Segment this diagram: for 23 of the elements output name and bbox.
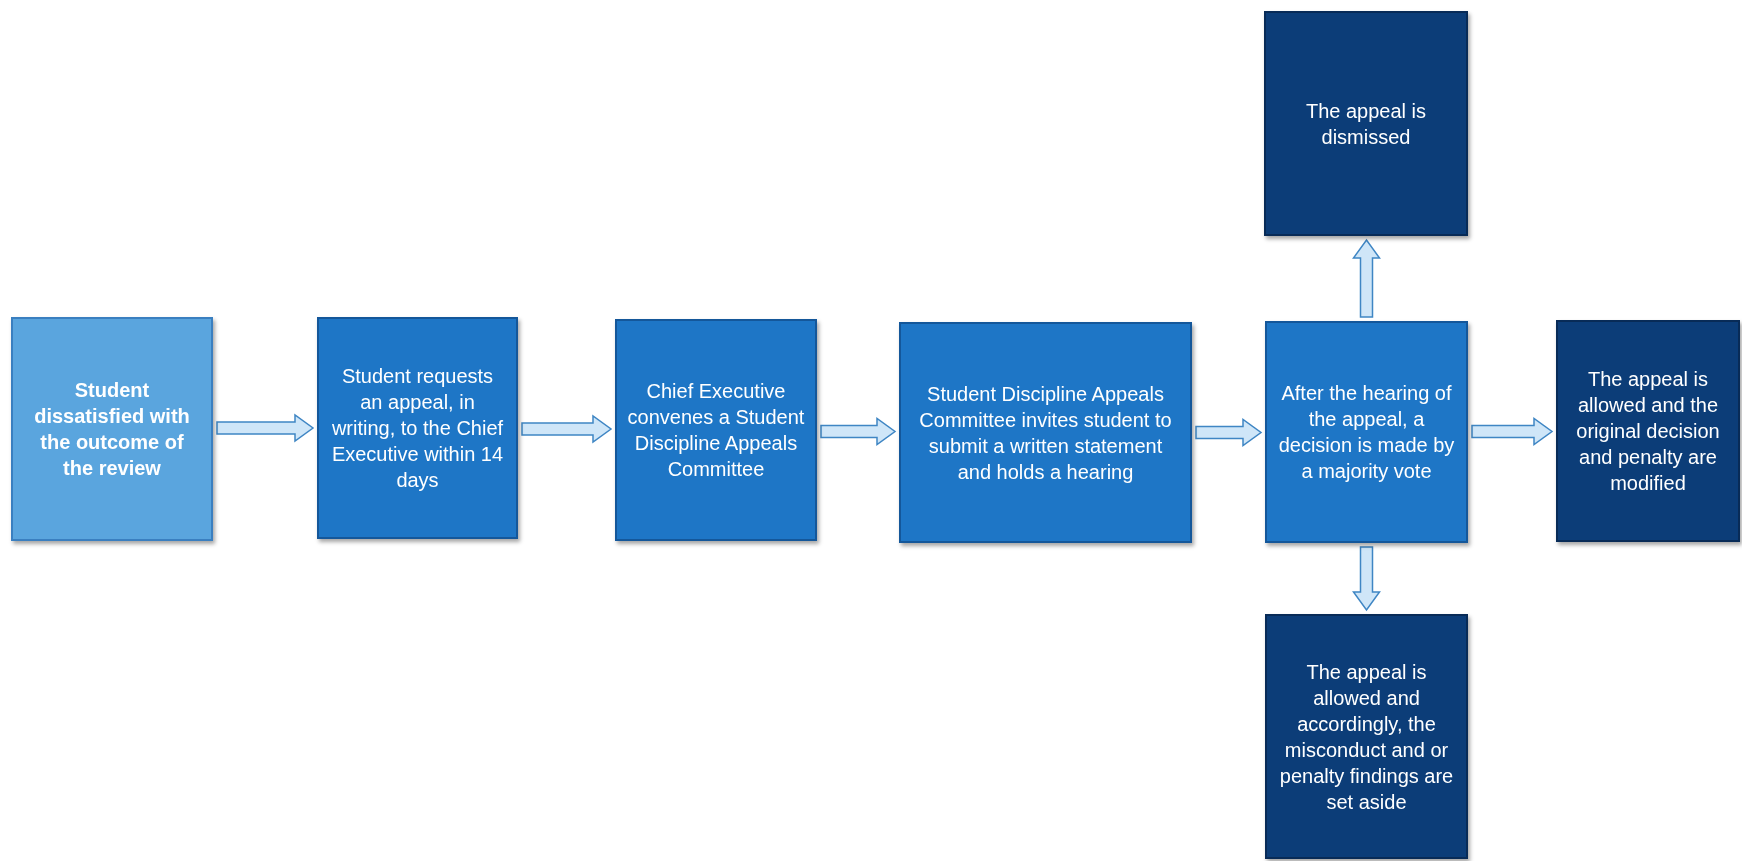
process-box	[1556, 320, 1740, 542]
process-box	[615, 319, 817, 541]
box-text: The appeal is allowed and accordingly, the misconduct and or penalty findings are set aside	[1278, 659, 1455, 815]
process-box	[11, 317, 213, 541]
box-text: Chief Executive convenes a Student Discipline Appeals Committee	[627, 379, 805, 482]
box-text: The appeal is allowed and the original decision and penalty are modified	[1575, 367, 1721, 496]
box-text: Student Discipline Appeals Committee invites student to submit a written statement and holds a hearing	[918, 381, 1173, 485]
box-text: Student dissatisfied with the outcome of the review	[33, 378, 191, 481]
block-arrow	[521, 414, 613, 444]
block-arrow	[216, 413, 315, 443]
process-box	[317, 317, 518, 539]
process-box	[899, 322, 1192, 543]
box-text: The appeal is dismissed	[1304, 98, 1428, 150]
process-box	[1264, 11, 1468, 236]
block-arrow	[1471, 417, 1554, 446]
process-box	[1265, 614, 1468, 859]
block-arrow	[1352, 546, 1381, 612]
box-text: Student requests an appeal, in writing, to the Chief Executive within 14 days	[330, 364, 505, 493]
block-arrow	[820, 417, 897, 446]
block-arrow	[1195, 418, 1263, 447]
box-text: After the hearing of the appeal, a decision is made by a majority vote	[1277, 381, 1456, 484]
block-arrow	[1352, 238, 1381, 318]
process-box	[1265, 321, 1468, 543]
